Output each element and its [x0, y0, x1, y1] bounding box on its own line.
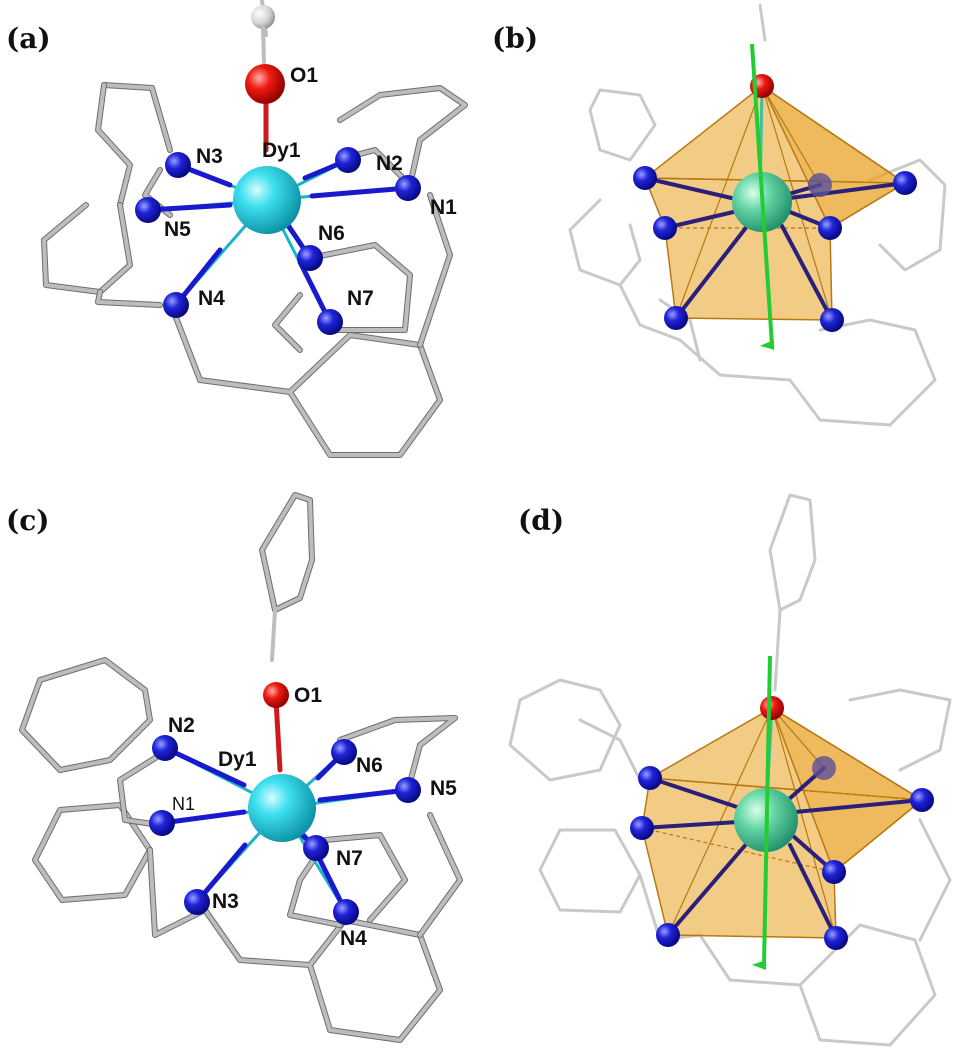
nitrogen-atom-n4-c	[333, 899, 359, 925]
carbon-framework-d	[508, 493, 952, 1047]
panel-label-a: (a)	[6, 22, 51, 55]
nitrogen-atom-n6-a	[297, 245, 323, 271]
nitrogen-atom-n5-a	[135, 197, 161, 223]
oxygen-atom-d	[760, 696, 784, 720]
nitrogen-atom-n1-c	[149, 810, 175, 836]
panel-label-d: (d)	[518, 504, 564, 537]
nitrogen-atom-1-b	[633, 166, 657, 190]
nitrogen-atom-1-d	[638, 766, 662, 790]
nitrogen-atom-n3-a	[165, 152, 191, 178]
nitrogen-atom-n3-c	[184, 889, 210, 915]
atom-label-n4-a: N4	[198, 287, 225, 310]
atom-label-n7-c: N7	[336, 847, 363, 870]
atom-label-n7-a: N7	[347, 287, 374, 310]
nitrogen-atom-4-d	[824, 926, 848, 950]
panel-b: (b)	[492, 3, 947, 427]
nitrogen-atom-6-b	[893, 171, 917, 195]
panel-label-c: (c)	[6, 504, 50, 537]
atom-label-n6-c: N6	[356, 754, 383, 777]
nitrogen-atom-3-b	[664, 306, 688, 330]
atom-label-n2-c: N2	[168, 714, 195, 737]
atom-label-n4-c: N4	[340, 927, 367, 950]
atom-label-n2-a: N2	[376, 152, 403, 175]
anisotropy-axis-b	[750, 43, 775, 350]
nitrogen-atom-n6-c	[331, 739, 357, 765]
nitrogen-atom-n2-c	[152, 735, 178, 761]
nitrogen-atom-n7-c	[303, 835, 329, 861]
nitrogen-atom-5-d	[822, 860, 846, 884]
anisotropy-axis-d	[752, 655, 772, 971]
coordination-bonds-b	[643, 84, 907, 322]
panel-label-b: (b)	[492, 22, 538, 55]
nitrogen-atom-n5-c	[395, 777, 421, 803]
atom-label-n1-a: N1	[430, 196, 457, 219]
carbon-framework-b	[568, 3, 947, 427]
dysprosium-atom-a	[233, 166, 301, 234]
atom-label-o1-c: O1	[294, 684, 322, 707]
atom-label-n5-a: N5	[164, 218, 191, 241]
panel-c: (c)	[6, 492, 463, 1043]
oxygen-atom-a	[245, 64, 285, 104]
atom-label-n1-c: N1	[172, 794, 195, 814]
coordination-polyhedron-d	[641, 706, 924, 939]
atom-label-o1-a: O1	[290, 64, 318, 87]
panel-d: (d)	[508, 493, 952, 1047]
nitrogen-atom-2-b	[653, 216, 677, 240]
atom-label-dy1-a: Dy1	[262, 139, 301, 162]
panel-a: (a)	[6, 0, 468, 458]
atom-label-dy1-c: Dy1	[218, 748, 257, 771]
atom-label-n3-c: N3	[212, 890, 239, 913]
atom-label-n5-c: N5	[430, 777, 457, 800]
hydrogen-atom-a	[251, 5, 275, 29]
nitrogen-atom-back-d	[812, 756, 836, 780]
nitrogen-atom-back-b	[808, 173, 832, 197]
carbon-framework-a	[41, 0, 468, 458]
nitrogen-atom-n4-a	[163, 292, 189, 318]
dysprosium-atom-c	[248, 774, 316, 842]
carbon-framework-c	[19, 492, 463, 1043]
nitrogen-atom-n7-a	[317, 309, 343, 335]
nitrogen-atom-n1-a	[395, 175, 421, 201]
atom-label-n6-a: N6	[318, 222, 345, 245]
nitrogen-atom-6-d	[910, 788, 934, 812]
nitrogen-atom-2-d	[630, 816, 654, 840]
atom-label-n3-a: N3	[196, 145, 223, 168]
nitrogen-atom-4-b	[820, 308, 844, 332]
nitrogen-atom-3-d	[656, 923, 680, 947]
nitrogen-atom-n2-a	[335, 147, 361, 173]
nitrogen-atom-5-b	[818, 216, 842, 240]
oxygen-atom-c	[263, 682, 289, 708]
coordination-polyhedron-b	[642, 83, 908, 321]
